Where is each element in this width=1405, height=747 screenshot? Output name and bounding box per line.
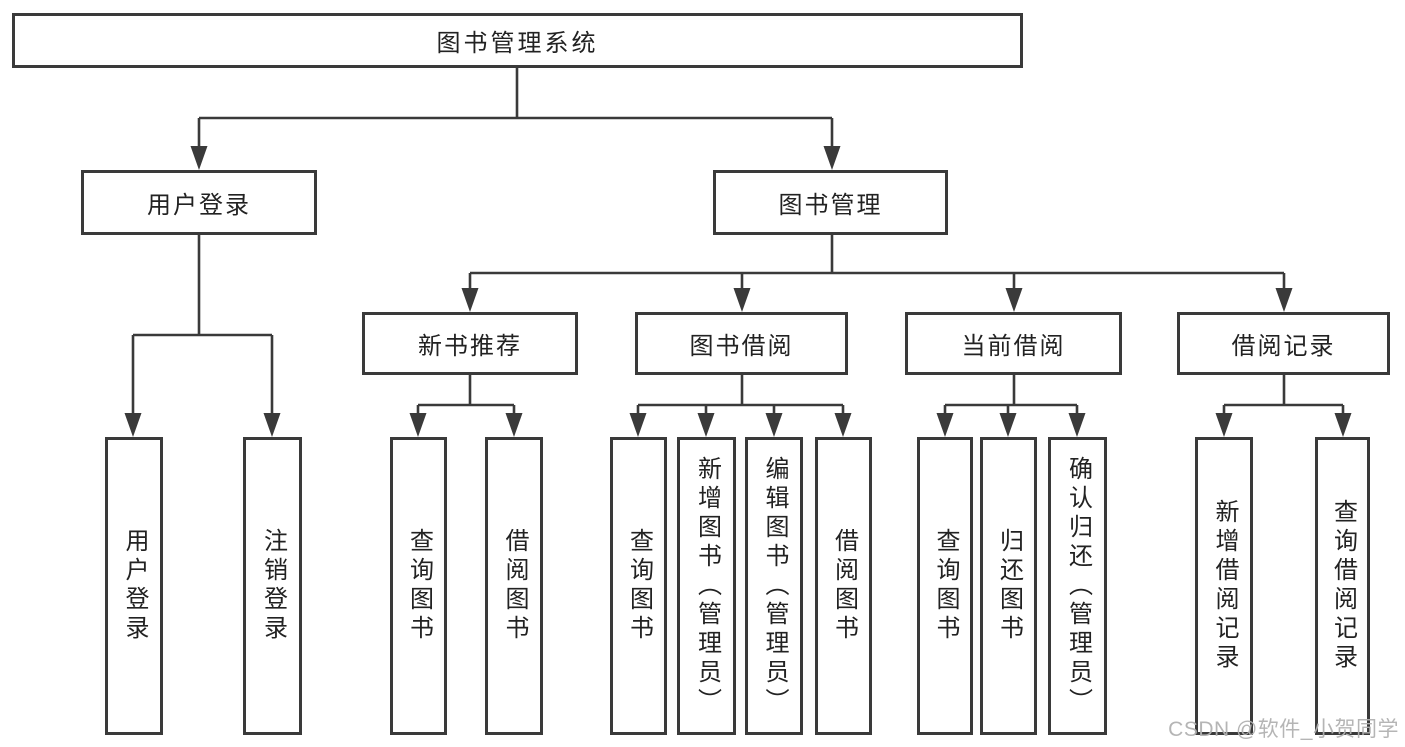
leaf-user-login: 用户登录 — [105, 437, 163, 735]
node-root-label: 图书管理系统 — [436, 30, 599, 57]
leaf-borrowing-add-books-admin-label: 新增图书（管理员） — [693, 455, 721, 717]
leaf-current-return-books: 归还图书 — [980, 437, 1037, 735]
leaf-recommend-borrow-books-label: 借阅图书 — [501, 528, 528, 644]
leaf-borrowing-borrow-books-label: 借阅图书 — [830, 528, 858, 644]
leaf-recommend-borrow-books: 借阅图书 — [485, 437, 543, 735]
leaf-current-confirm-return-admin-label: 确认归还（管理员） — [1064, 455, 1092, 717]
leaf-recommend-query-books-label: 查询图书 — [405, 528, 433, 644]
leaf-borrowing-borrow-books: 借阅图书 — [815, 437, 872, 735]
node-borrowing-records-label: 借阅记录 — [1231, 333, 1336, 360]
leaf-borrowing-edit-books-admin: 编辑图书（管理员） — [745, 437, 803, 735]
csdn-watermark: CSDN @软件_小贺同学 — [1168, 718, 1399, 741]
leaf-current-query-books-label: 查询图书 — [932, 528, 959, 644]
leaf-logout: 注销登录 — [243, 437, 302, 735]
node-user-login-label: 用户登录 — [147, 192, 251, 219]
node-book-borrowing: 图书借阅 — [635, 312, 848, 375]
leaf-current-return-books-label: 归还图书 — [995, 528, 1023, 644]
leaf-recommend-query-books: 查询图书 — [390, 437, 447, 735]
leaf-borrowing-query-books-label: 查询图书 — [625, 528, 653, 644]
leaf-borrowing-add-books-admin: 新增图书（管理员） — [677, 437, 736, 735]
arrowheads — [124, 146, 1352, 437]
node-current-borrowing: 当前借阅 — [905, 312, 1122, 375]
node-book-management: 图书管理 — [713, 170, 948, 235]
node-user-login: 用户登录 — [81, 170, 317, 235]
leaf-logout-label: 注销登录 — [259, 528, 287, 644]
leaf-current-query-books: 查询图书 — [917, 437, 973, 735]
connector-path — [131, 68, 1345, 419]
leaf-borrowing-query-books: 查询图书 — [610, 437, 667, 735]
node-new-book-recommend-label: 新书推荐 — [418, 333, 522, 360]
node-root: 图书管理系统 — [12, 13, 1023, 68]
leaf-current-confirm-return-admin: 确认归还（管理员） — [1048, 437, 1107, 735]
leaf-records-query-record: 查询借阅记录 — [1315, 437, 1370, 735]
leaf-user-login-label: 用户登录 — [121, 528, 148, 644]
node-new-book-recommend: 新书推荐 — [362, 312, 578, 375]
leaf-records-query-record-label: 查询借阅记录 — [1329, 499, 1357, 673]
node-borrowing-records: 借阅记录 — [1177, 312, 1390, 375]
node-current-borrowing-label: 当前借阅 — [961, 333, 1066, 360]
leaf-records-add-record-label: 新增借阅记录 — [1211, 499, 1238, 673]
node-book-borrowing-label: 图书借阅 — [689, 333, 794, 360]
node-book-management-label: 图书管理 — [778, 192, 883, 219]
leaf-records-add-record: 新增借阅记录 — [1195, 437, 1253, 735]
leaf-borrowing-edit-books-admin-label: 编辑图书（管理员） — [761, 455, 788, 717]
